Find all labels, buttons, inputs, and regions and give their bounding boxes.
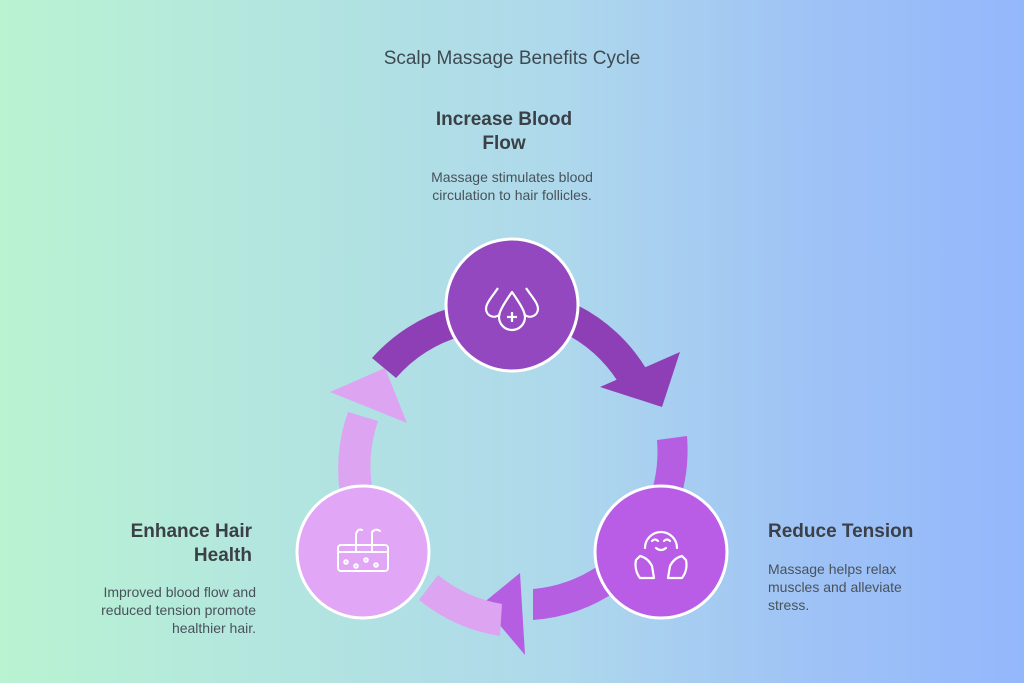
step-description-reduce-tension: Massage helps relax muscles and alleviat… [768,560,928,614]
arrow-band [419,575,502,636]
description-line: stress. [768,597,810,613]
node-increase-blood-flow [444,237,580,373]
description-line: Massage helps relax [768,561,897,577]
step-description-enhance-hair-health: Improved blood flow and reduced tension … [60,583,256,637]
description-line: healthier hair. [171,620,256,636]
arrow-band [533,566,618,620]
step-heading-reduce-tension: Reduce Tension [768,520,988,544]
heading-line: Enhance Hair [130,521,252,542]
description-line: Improved blood flow and [103,584,256,600]
description-line: Massage stimulates blood [431,169,593,185]
relaxed-face-icon [634,530,688,580]
arrow-head [482,573,525,655]
arrow-tail-top [372,308,462,378]
arrow-band [562,305,647,385]
diagram-title: Scalp Massage Benefits Cycle [383,48,641,69]
node-reduce-tension [593,484,729,620]
heading-line: Reduce Tension [768,521,914,542]
node-enhance-hair-health [295,484,431,620]
node-circle [593,484,729,620]
step-description-increase-blood-flow: Massage stimulates blood circulation to … [402,168,622,204]
heading-line: Increase Blood [435,109,573,130]
arrow-head [600,352,680,407]
arrow-band [338,412,378,505]
blood-drops-icon [484,287,540,332]
heading-line: Flow [482,133,526,154]
description-line: muscles and alleviate [768,579,902,595]
arrow-increase-to-reduce [562,305,680,407]
step-heading-enhance-hair-health: Enhance Hair Health [60,520,252,568]
description-line: circulation to hair follicles. [432,187,592,203]
arrow-band [372,308,462,378]
hair-follicle-icon [337,528,389,572]
arrow-head [330,368,407,423]
step-heading-increase-blood-flow: Increase Blood Flow [412,108,596,156]
description-line: reduced tension promote [101,602,256,618]
heading-line: Health [193,545,252,566]
arrow-enhance-to-increase [330,368,502,636]
node-circle [444,237,580,373]
